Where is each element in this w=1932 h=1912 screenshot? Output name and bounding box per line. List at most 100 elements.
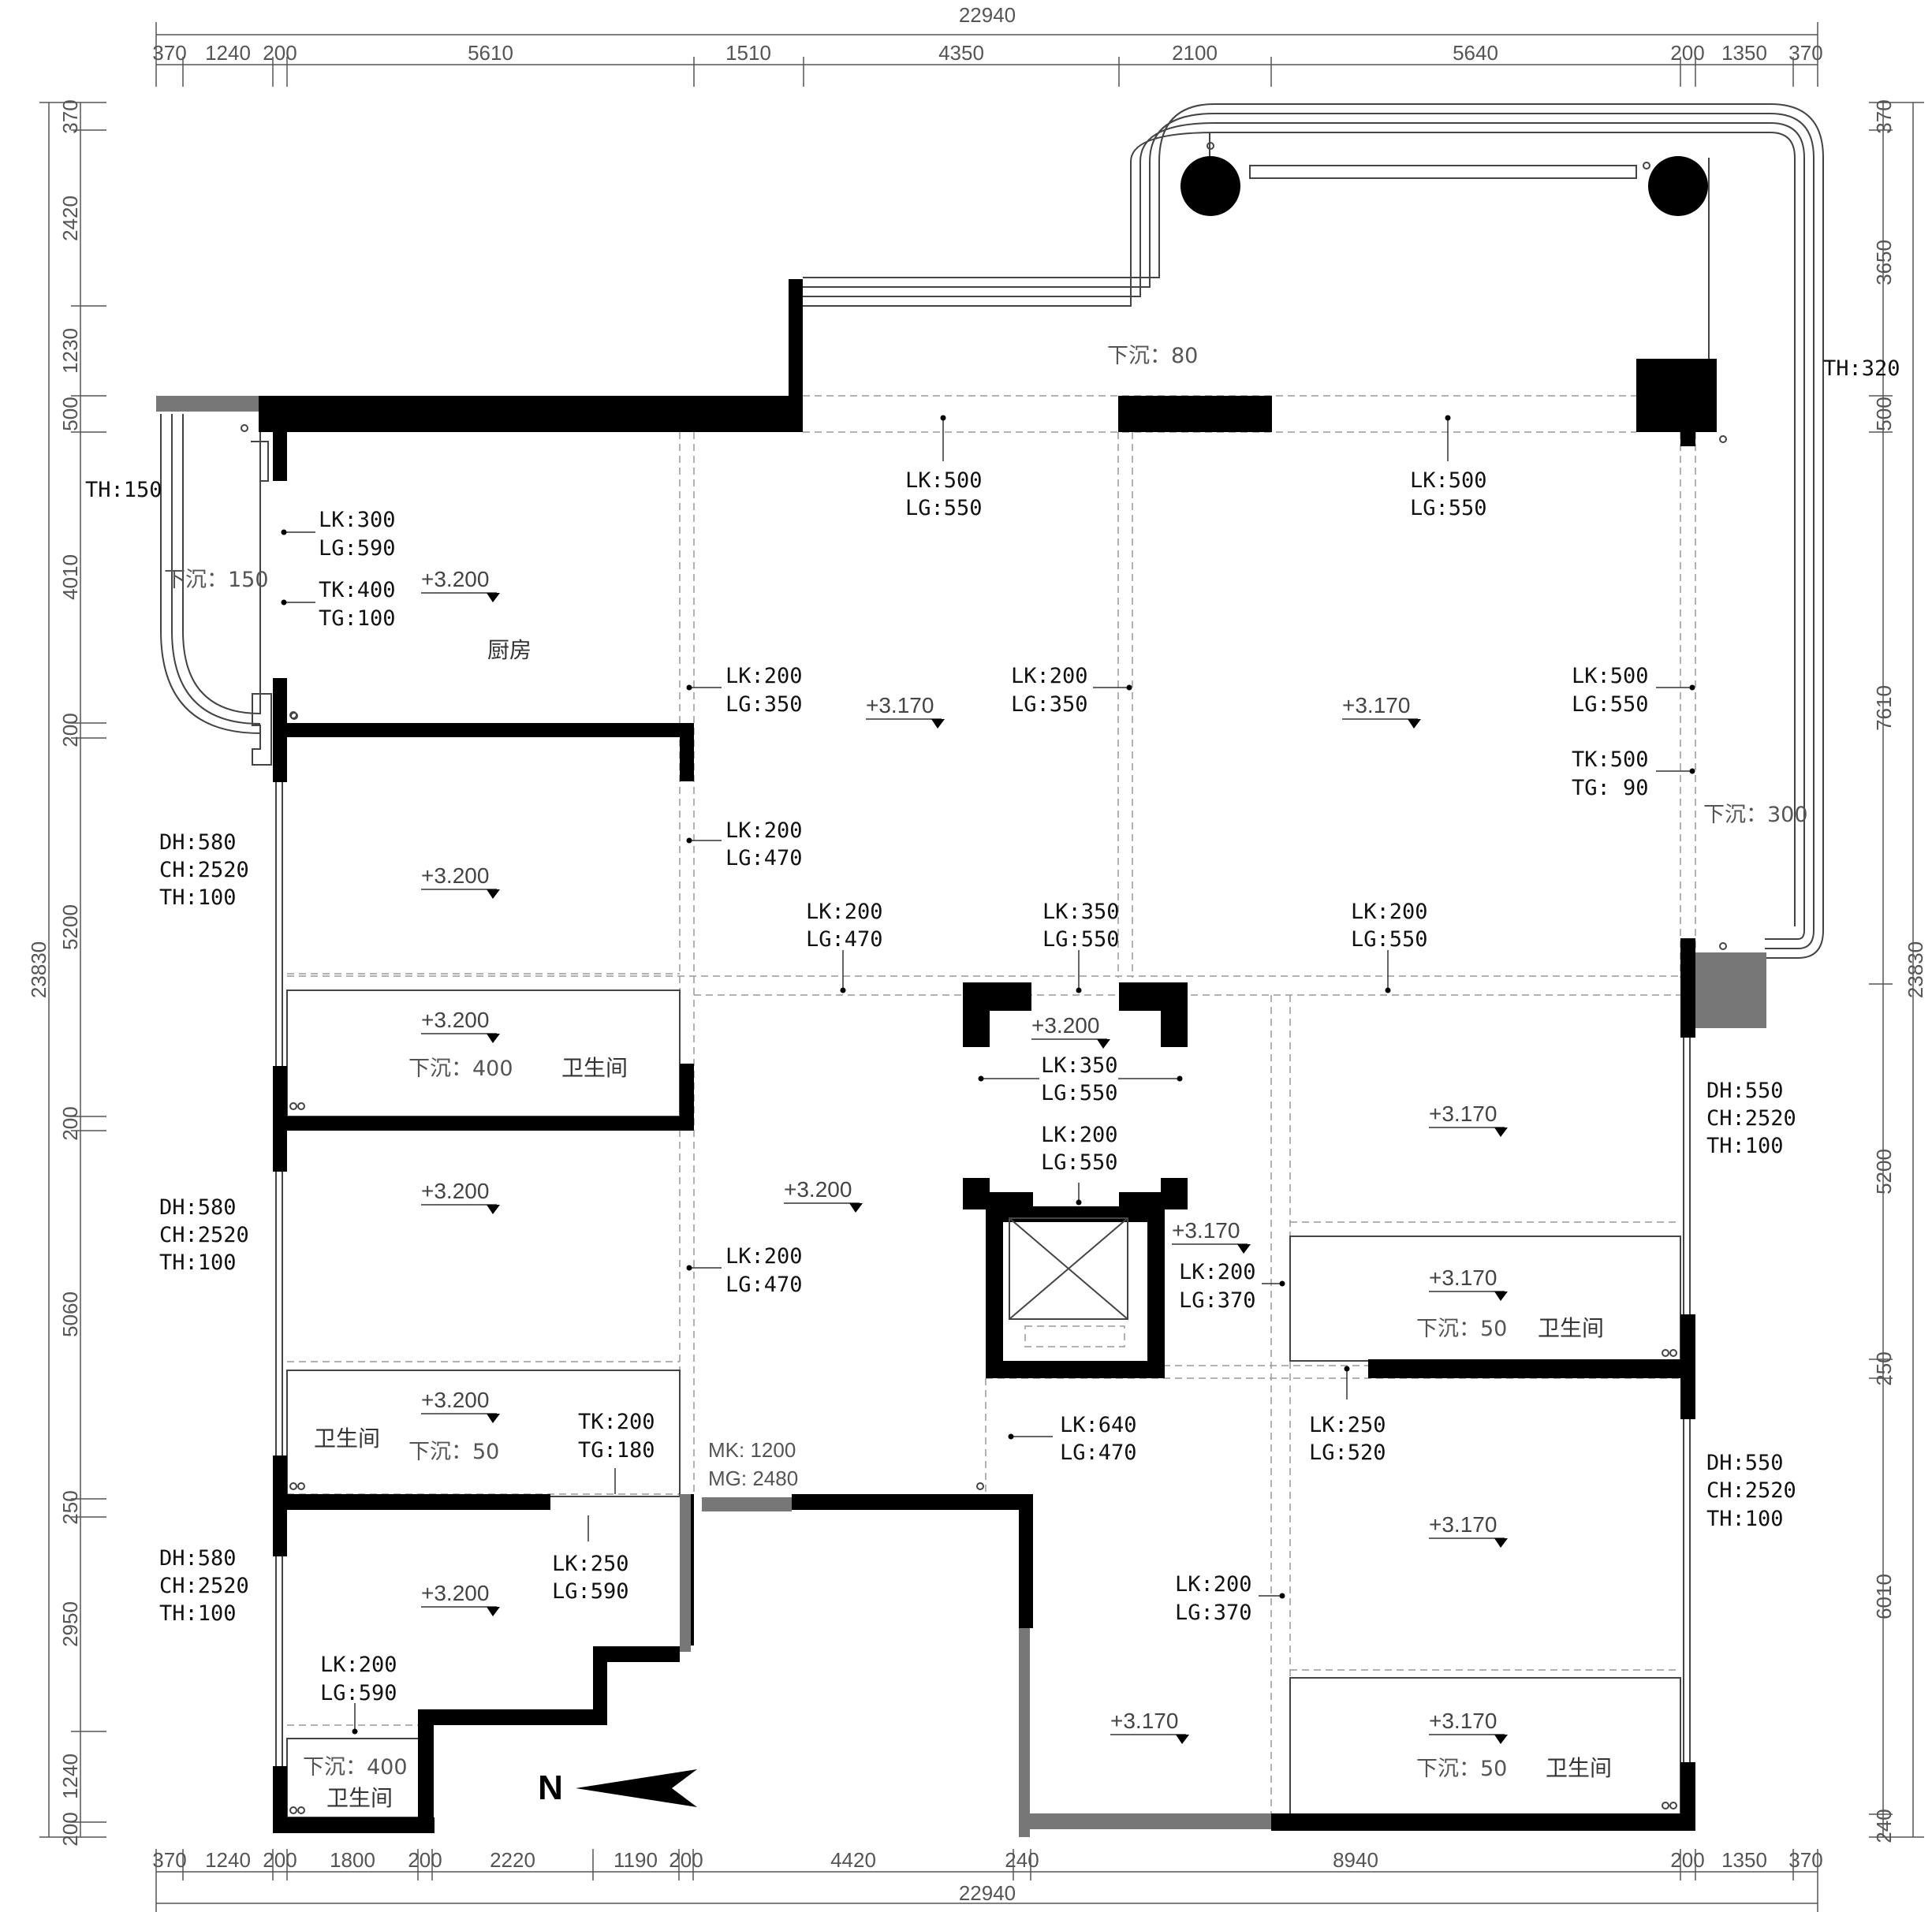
- left-dimension-labels: 23830 370 2420 1230 500 4010 200 5200 20…: [27, 99, 82, 1846]
- beam-b2-width: LK:500: [1410, 468, 1487, 493]
- level-mark: +3.200: [421, 1388, 500, 1423]
- top-dim-5: 1510: [725, 41, 771, 65]
- beam-b1-width: LK:500: [905, 468, 983, 493]
- beam-b13-width: LK:350: [1041, 1053, 1118, 1078]
- bottom-dim-7: 1190: [614, 1848, 658, 1872]
- top-dimension-lines: [155, 22, 1818, 87]
- beam-b14-height: LG:550: [1041, 1150, 1118, 1175]
- beam-note: LK:250 LG:590: [552, 1515, 629, 1604]
- top-dim-11: 370: [1788, 41, 1822, 65]
- left-dim-5: 4010: [58, 554, 82, 600]
- level-mark: +3.200: [421, 1179, 500, 1214]
- bottom-dim-13: 1350: [1721, 1848, 1767, 1872]
- bottom-dimension-labels: 370 1240 200 1800 200 2220 1190 200 4420…: [152, 1848, 1822, 1872]
- balcony-left-height: TH:150: [85, 478, 162, 502]
- beam-note: LK:200 LG:470: [686, 1244, 803, 1297]
- beam-b20-height: LG:590: [552, 1579, 629, 1604]
- right-dim-8: 240: [1872, 1809, 1896, 1843]
- beam-b4-width: TK:400: [319, 578, 396, 602]
- beam-note: LK:200 LG:470: [686, 818, 803, 870]
- beam-b7-width: LK:500: [1572, 664, 1649, 688]
- level-mark: +3.170: [1429, 1709, 1508, 1744]
- window-w1-th: TH:100: [159, 885, 237, 910]
- room-labels: 厨房 卫生间 卫生间 卫生间 卫生间 卫生间: [314, 637, 1612, 1811]
- left-dim-7: 5200: [58, 904, 82, 950]
- sink-balcony-top: 下沉：80: [1107, 344, 1198, 368]
- beam-b11-height: LG:550: [1042, 927, 1120, 952]
- level-mark: +3.200: [784, 1177, 863, 1213]
- bottom-dim-10: 240: [1005, 1848, 1039, 1872]
- window-w4-ch: CH:2520: [1706, 1106, 1796, 1131]
- left-dim-10: 250: [58, 1490, 82, 1524]
- window-w2-th: TH:100: [159, 1250, 237, 1275]
- beam-note: LK:200 LG:350: [1011, 664, 1132, 717]
- beam-b9-height: LG:470: [725, 846, 803, 870]
- beam-b21-height: LG:370: [1175, 1601, 1252, 1625]
- left-dim-2: 2420: [58, 196, 82, 241]
- beam-note: TK:500 TG: 90: [1572, 747, 1695, 800]
- balcony-right-height: TH:320: [1823, 356, 1900, 381]
- sink-bath-right-2: 下沉：50: [1416, 1757, 1507, 1781]
- level-mark: +3.170: [1429, 1101, 1508, 1137]
- beam-note: LK:640 LG:470: [1008, 1413, 1137, 1465]
- beam-b10-width: LK:200: [806, 900, 883, 924]
- beam-b12-height: LG:550: [1351, 927, 1428, 952]
- left-dim-1: 370: [58, 99, 82, 133]
- left-balcony-railing: [160, 414, 298, 766]
- beam-note: LK:250 LG:520: [1309, 1366, 1386, 1465]
- right-dimension-lines: [1869, 102, 1924, 1838]
- left-dim-9: 5060: [58, 1291, 82, 1337]
- top-dim-6: 4350: [938, 41, 984, 65]
- sink-balcony-left: 下沉：150: [164, 568, 269, 592]
- beam-b6-width: LK:200: [1011, 664, 1088, 688]
- left-dim-12: 1240: [58, 1754, 82, 1799]
- level-lift-side: +3.170: [1172, 1218, 1240, 1243]
- window-w4-dh: DH:550: [1706, 1079, 1784, 1103]
- right-dim-7: 6010: [1872, 1574, 1896, 1619]
- left-dim-11: 2950: [58, 1601, 82, 1647]
- bottom-dimension-lines: [155, 1849, 1818, 1912]
- beam-note: LK:500 LG:550: [1410, 415, 1487, 520]
- level-mark: +3.200: [1031, 1013, 1110, 1049]
- top-dim-3: 200: [263, 41, 297, 65]
- beam-b5-height: LG:350: [725, 692, 803, 717]
- bottom-dim-14: 370: [1788, 1848, 1822, 1872]
- level-bath-left-2: +3.200: [421, 1388, 489, 1412]
- beam-dashed-lines: [287, 395, 1696, 1817]
- top-dimension-labels: 370 1240 200 5610 1510 4350 2100 5640 20…: [152, 41, 1822, 65]
- beam-b10-height: LG:470: [806, 927, 883, 952]
- top-dim-4: 5610: [468, 41, 513, 65]
- level-mark: +3.170: [1429, 1265, 1508, 1301]
- beam-b2-height: LG:550: [1410, 496, 1487, 520]
- drain-markers: [289, 435, 1727, 1814]
- left-dimension-lines: [39, 102, 106, 1838]
- beam-note: LK:300 LG:590: [281, 508, 396, 561]
- room-label-bath-right-2: 卫生间: [1546, 1755, 1612, 1781]
- right-dim-3: 500: [1872, 397, 1896, 430]
- right-dimension-labels: 23830 370 3650 500 7610 5200 250 6010 24…: [1872, 99, 1927, 1843]
- sink-notes: 下沉：80 下沉：150 下沉：300 下沉：400 下沉：50 下沉：400 …: [164, 344, 1808, 1781]
- beam-b17-width: TK:200: [578, 1410, 655, 1434]
- bottom-dim-12: 200: [1670, 1848, 1704, 1872]
- beam-note: LK:200 LG:590: [320, 1653, 397, 1735]
- bottom-dim-5: 200: [408, 1848, 442, 1872]
- room-label-bath-left-1: 卫生间: [561, 1055, 628, 1081]
- left-dim-6: 200: [58, 713, 82, 747]
- level-kitchen: +3.200: [421, 567, 489, 591]
- window-w2-dh: DH:580: [159, 1195, 237, 1220]
- beam-b22-height: LG:590: [320, 1681, 397, 1705]
- room-label-bath-left-2: 卫生间: [314, 1426, 380, 1452]
- door-height: MG: 2480: [708, 1467, 798, 1490]
- beam-b8-width: TK:500: [1572, 747, 1649, 772]
- top-total-dimension: 22940: [959, 3, 1016, 27]
- beam-b16-height: LG:370: [1179, 1288, 1256, 1313]
- beam-note: LK:200 LG:470: [806, 900, 883, 993]
- beam-b20-width: LK:250: [552, 1552, 629, 1576]
- level-mark: +3.200: [421, 863, 500, 899]
- beam-b18-height: LG:470: [1060, 1441, 1137, 1465]
